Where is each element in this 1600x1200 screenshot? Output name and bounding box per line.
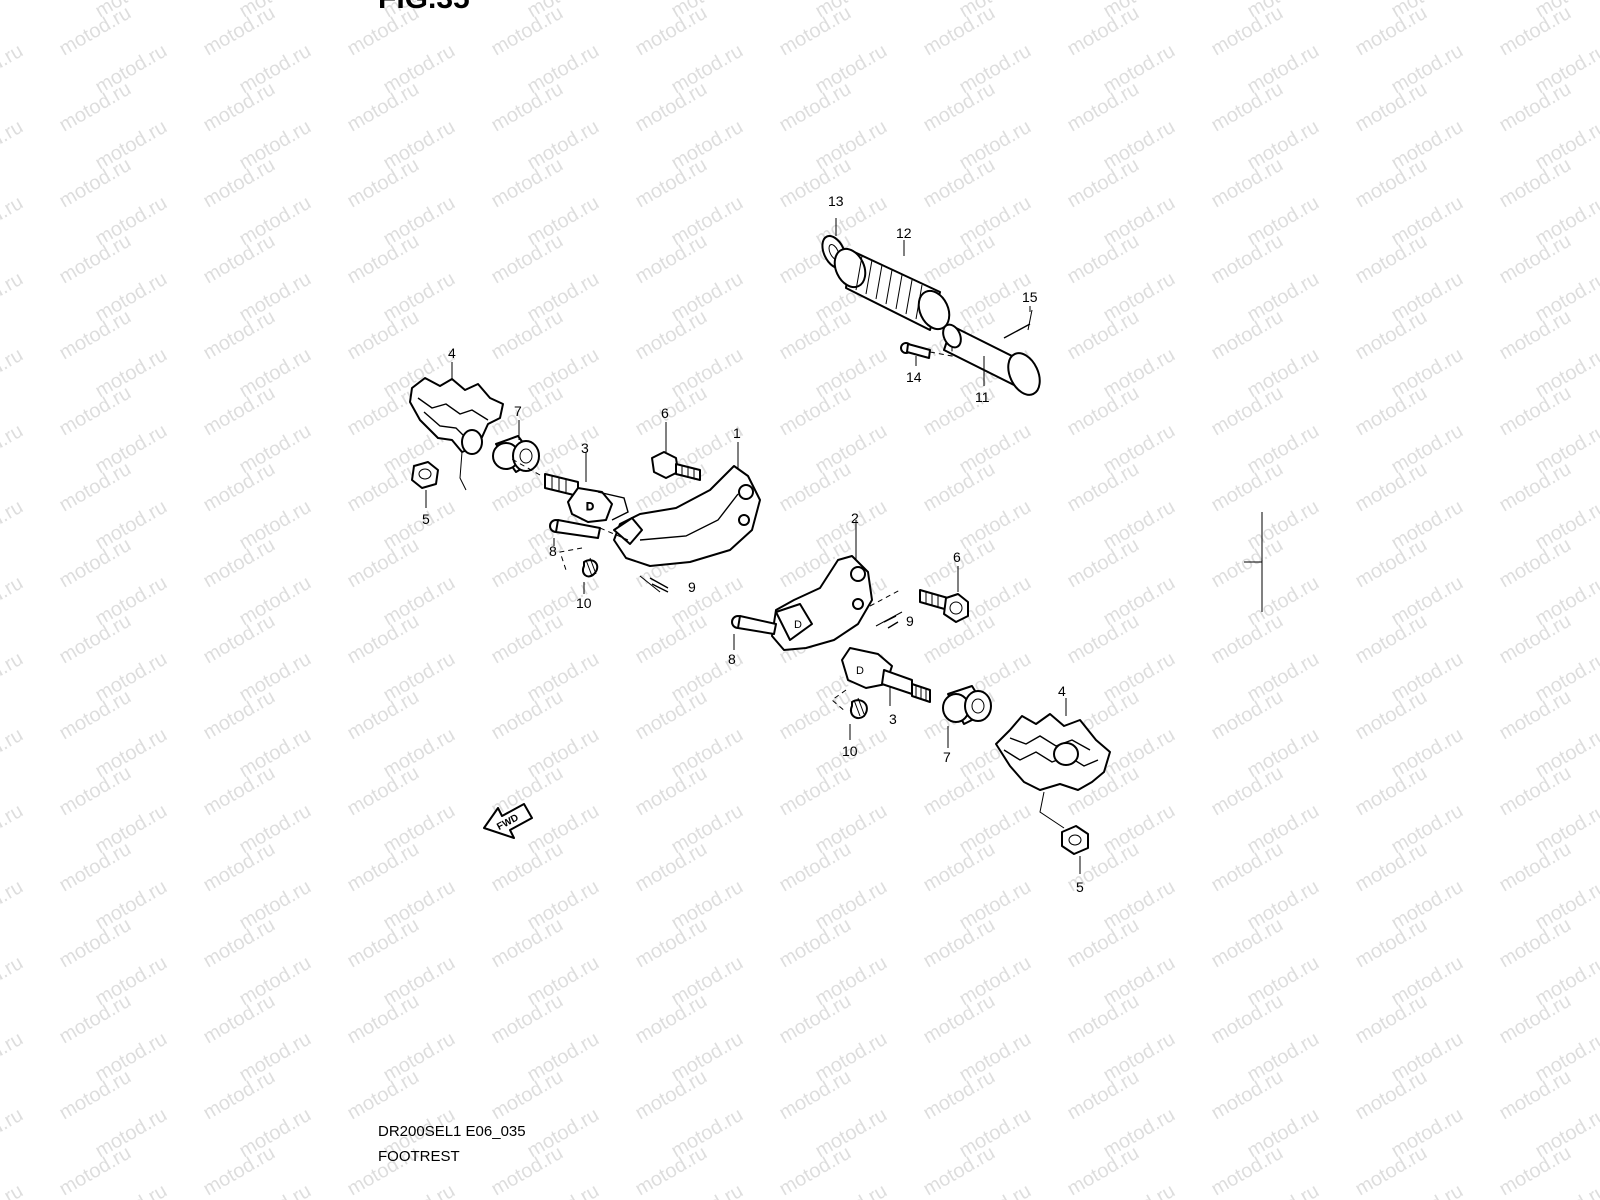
passenger-peg-assembly bbox=[821, 235, 1041, 396]
footrest-bracket-right: D bbox=[771, 555, 873, 651]
passenger-peg-shaft bbox=[942, 323, 1041, 396]
right-footrest-assembly: D D bbox=[731, 555, 1111, 855]
callout-7-left: 7 bbox=[514, 403, 522, 419]
callout-8-right: 8 bbox=[728, 651, 736, 667]
callout-1: 1 bbox=[733, 425, 741, 441]
watermark-text: motod.ru bbox=[92, 1180, 171, 1200]
watermark-text: motod.ru bbox=[0, 496, 27, 555]
callout-12: 12 bbox=[896, 225, 912, 241]
watermark-text: motod.ru bbox=[380, 1180, 459, 1200]
spring-right bbox=[850, 697, 868, 720]
callout-3-left: 3 bbox=[581, 440, 589, 456]
callout-labels: 1 2 3 3 4 4 5 5 6 6 7 7 8 8 9 9 10 10 11… bbox=[422, 193, 1084, 895]
watermark-text: motod.ru bbox=[668, 1180, 747, 1200]
forward-arrow: FWD bbox=[483, 803, 533, 839]
watermark-text: motod.ru bbox=[0, 192, 27, 251]
watermark-text: motod.ru bbox=[1532, 1180, 1600, 1200]
watermark-text: motod.ru bbox=[1100, 1180, 1179, 1200]
watermark-text: motod.ru bbox=[0, 40, 27, 99]
grip-rubber bbox=[833, 247, 951, 331]
edge-marker bbox=[1244, 512, 1263, 612]
watermark-text: motod.ru bbox=[1388, 1180, 1467, 1200]
watermark-text: motod.ru bbox=[1244, 1180, 1323, 1200]
watermark-text: motod.ru bbox=[0, 420, 27, 479]
watermark-text: motod.ru bbox=[524, 1180, 603, 1200]
spring-left bbox=[582, 557, 599, 578]
svg-text:D: D bbox=[856, 665, 864, 677]
callout-13: 13 bbox=[828, 193, 844, 209]
footrest-peg-left bbox=[409, 377, 504, 491]
callout-8-left: 8 bbox=[549, 543, 557, 559]
leader-lines bbox=[425, 218, 1081, 874]
callout-6-right: 6 bbox=[953, 549, 961, 565]
callout-10-left: 10 bbox=[576, 595, 592, 611]
model-code: DR200SEL1 E06_035 bbox=[378, 1123, 526, 1140]
bushing-left bbox=[492, 435, 540, 473]
bushing-right bbox=[942, 685, 992, 725]
watermark-text: motod.ru bbox=[0, 648, 27, 707]
bolt-left bbox=[651, 451, 701, 481]
callout-6-left: 6 bbox=[661, 405, 669, 421]
callout-4-right: 4 bbox=[1058, 683, 1066, 699]
footrest-bracket-left bbox=[613, 465, 761, 567]
pivot-pin-left: D bbox=[544, 473, 629, 523]
watermark-text: motod.ru bbox=[0, 572, 27, 631]
watermark-text: motod.ru bbox=[0, 800, 27, 859]
callout-5-right: 5 bbox=[1076, 879, 1084, 895]
watermark-text: motod.ru bbox=[812, 1180, 891, 1200]
watermark-text: motod.ru bbox=[236, 1180, 315, 1200]
callout-2: 2 bbox=[851, 510, 859, 526]
peg-clip bbox=[1003, 309, 1033, 339]
cotter-pin-left bbox=[639, 575, 669, 593]
assembly-title: FOOTREST bbox=[378, 1148, 460, 1165]
callout-5-left: 5 bbox=[422, 511, 430, 527]
clevis-pin-right bbox=[731, 615, 777, 635]
callout-10-right: 10 bbox=[842, 743, 858, 759]
callout-11: 11 bbox=[975, 389, 990, 405]
watermark-text: motod.ru bbox=[0, 268, 27, 327]
watermark-text: motod.ru bbox=[956, 1180, 1035, 1200]
callout-7-right: 7 bbox=[943, 749, 951, 765]
nut-left bbox=[411, 461, 439, 489]
watermark-text: motod.ru bbox=[0, 0, 27, 22]
nut-right bbox=[1061, 825, 1089, 855]
watermark-text: motod.ru bbox=[0, 116, 27, 175]
pivot-pin-right: D bbox=[841, 647, 931, 703]
bolt-right bbox=[919, 589, 969, 623]
watermark-text: motod.ru bbox=[0, 952, 27, 1011]
left-footrest-assembly: D bbox=[409, 377, 761, 593]
watermark-text: motod.ru bbox=[0, 1180, 27, 1200]
svg-text:D: D bbox=[586, 501, 594, 513]
callout-15: 15 bbox=[1022, 289, 1038, 305]
cotter-pin-right bbox=[875, 611, 903, 629]
callout-3-right: 3 bbox=[889, 711, 897, 727]
callout-14: 14 bbox=[906, 369, 922, 385]
watermark-text: motod.ru bbox=[0, 1104, 27, 1163]
watermark-text: motod.ru bbox=[0, 724, 27, 783]
svg-text:D: D bbox=[794, 619, 802, 631]
figure-label: FIG.35 bbox=[378, 0, 470, 16]
callout-9-left: 9 bbox=[688, 579, 696, 595]
peg-pin bbox=[900, 342, 953, 359]
clevis-pin-left bbox=[549, 519, 601, 539]
footrest-peg-right bbox=[995, 713, 1111, 829]
watermark-text: motod.ru bbox=[0, 1028, 27, 1087]
watermark-text: motod.ru bbox=[0, 344, 27, 403]
callout-4-left: 4 bbox=[448, 345, 456, 361]
callout-9-right: 9 bbox=[906, 613, 914, 629]
watermark-text: motod.ru bbox=[0, 876, 27, 935]
